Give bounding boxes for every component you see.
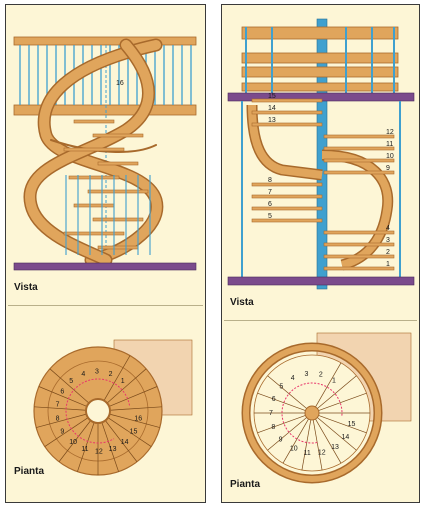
left-helix: [23, 38, 164, 267]
left-plan-step-label: 8: [56, 415, 60, 422]
right-walk-line: [281, 382, 343, 444]
left-tread: [92, 217, 144, 222]
left-walk-line: [65, 378, 131, 444]
right-plan-step-label: 15: [348, 421, 356, 428]
left-tread: [73, 119, 115, 124]
right-tread: [323, 134, 395, 139]
left-elevation-label: Vista: [14, 282, 38, 293]
right-center-post: [304, 405, 320, 421]
right-tread: [323, 230, 395, 235]
left-plan-step-label: 16: [134, 415, 142, 422]
left-plan-step-label: 12: [95, 449, 103, 456]
left-floor: [13, 262, 197, 271]
right-divider: [224, 320, 417, 321]
right-plan-step-label: 12: [318, 449, 326, 456]
right-tread: [323, 266, 395, 271]
right-tread: [251, 182, 323, 187]
left-plan-step-label: 10: [69, 439, 77, 446]
right-treads: [251, 98, 395, 271]
left-elevation-step-number: 16: [116, 80, 124, 87]
left-plan-step-label: 1: [121, 378, 125, 385]
left-plan-step-label: 2: [109, 371, 113, 378]
right-elevation-step-label: 1: [386, 261, 390, 268]
right-plan-step-label: 7: [269, 410, 273, 417]
left-tread: [97, 161, 139, 166]
left-divider: [8, 305, 203, 306]
right-plan-step-label: 1: [332, 378, 336, 385]
right-tread: [251, 110, 323, 115]
right-elevation-step-label: 13: [268, 117, 276, 124]
left-tread: [68, 175, 120, 180]
left-plan-step-label: 7: [56, 402, 60, 409]
right-tread: [323, 242, 395, 247]
right-elevation-step-label: 11: [386, 141, 393, 148]
right-elevation-step-label: 9: [386, 165, 390, 172]
right-elevation-step-label: 8: [268, 177, 272, 184]
right-elevation-step-label: 7: [268, 189, 272, 196]
left-center-post: [85, 398, 111, 424]
left-plan-step-label: 9: [60, 429, 64, 436]
left-tread: [92, 133, 144, 138]
right-plan-step-label: 2: [319, 372, 323, 379]
right-plan-step-label: 4: [291, 375, 295, 382]
left-elevation-drawing: 16: [13, 36, 197, 271]
right-plan-step-label: 13: [331, 444, 339, 451]
left-plan-step-label: 14: [121, 439, 129, 446]
right-tread: [323, 158, 395, 163]
right-tread: [251, 122, 323, 127]
right-plan-label: Pianta: [230, 479, 261, 490]
right-tread: [323, 170, 395, 175]
right-plan-step-label: 3: [305, 371, 309, 378]
right-elevation-step-label: 12: [386, 129, 394, 136]
right-floor: [227, 276, 415, 286]
left-plan-step-label: 4: [81, 371, 85, 378]
right-top-railing: [241, 26, 399, 93]
right-tread: [323, 254, 395, 259]
right-elevation-step-label: 15: [268, 93, 276, 100]
right-elevation-step-label: 4: [386, 225, 390, 232]
right-elevation-label: Vista: [230, 297, 254, 308]
right-elevation-step-label: 10: [386, 153, 394, 160]
right-plan-step-label: 5: [279, 384, 283, 391]
right-elevation-step-label: 2: [386, 249, 390, 256]
right-tread: [251, 98, 323, 103]
right-elevation-step-label: 6: [268, 201, 272, 208]
left-plan-step-label: 13: [109, 446, 117, 453]
right-tread: [323, 146, 395, 151]
right-tread: [251, 206, 323, 211]
left-plan-step-label: 6: [60, 389, 64, 396]
right-plan-step-label: 11: [304, 450, 311, 457]
right-plan-step-label: 6: [272, 396, 276, 403]
right-plan-step-label: 10: [290, 446, 298, 453]
left-plan-step-label: 5: [69, 378, 73, 385]
right-elevation-step-label: 3: [386, 237, 390, 244]
left-plan-step-label: 15: [130, 429, 138, 436]
left-treads: [63, 119, 151, 255]
right-tread: [251, 218, 323, 223]
right-elevation-step-label: 5: [268, 213, 272, 220]
left-plan-step-label: 11: [81, 446, 88, 453]
right-plan-step-label: 14: [341, 434, 349, 441]
right-tread: [251, 194, 323, 199]
right-plan-step-label: 9: [279, 437, 283, 444]
right-plan-step-label: 8: [271, 424, 275, 431]
right-elevation-step-label: 14: [268, 105, 276, 112]
left-tread: [63, 147, 125, 152]
left-plan-step-label: 3: [95, 369, 99, 376]
left-plan-label: Pianta: [14, 466, 45, 477]
left-tread: [87, 189, 149, 194]
left-tread: [63, 231, 125, 236]
